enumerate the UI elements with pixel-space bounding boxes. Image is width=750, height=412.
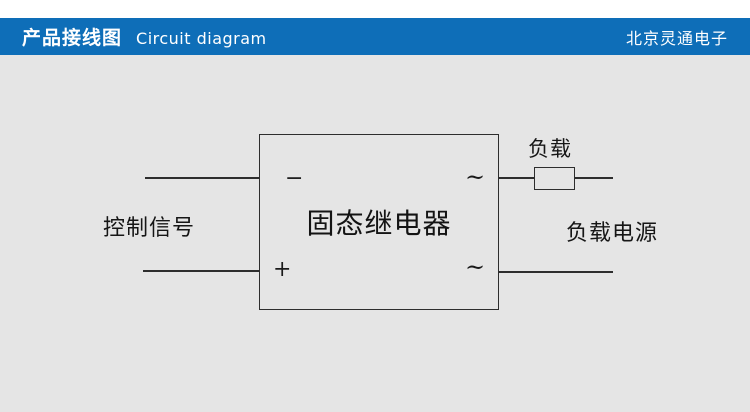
wire-output-bottom bbox=[499, 271, 613, 273]
circuit-diagram: 固态继电器 − + ~ ~ 控制信号 负载 负载电源 bbox=[0, 55, 750, 412]
wire-control-plus bbox=[143, 270, 259, 272]
load-label: 负载 bbox=[528, 137, 572, 161]
terminal-ac-top: ~ bbox=[465, 163, 486, 191]
wire-output-top-left-segment bbox=[499, 177, 534, 179]
page-title-en: Circuit diagram bbox=[136, 29, 267, 48]
load-power-label: 负载电源 bbox=[566, 221, 659, 246]
company-name: 北京灵通电子 bbox=[625, 28, 728, 48]
load-resistor-symbol bbox=[534, 167, 575, 190]
wire-output-top-right-segment bbox=[575, 177, 613, 179]
header-bar: 产品接线图 Circuit diagram 北京灵通电子 bbox=[0, 18, 750, 55]
header-title-group: 产品接线图 Circuit diagram bbox=[0, 23, 267, 50]
control-signal-label: 控制信号 bbox=[103, 216, 196, 241]
relay-label: 固态继电器 bbox=[306, 207, 452, 240]
page-title-zh: 产品接线图 bbox=[22, 27, 123, 49]
terminal-ac-bottom: ~ bbox=[465, 253, 486, 281]
wire-control-minus bbox=[145, 177, 259, 179]
relay-box: 固态继电器 bbox=[259, 134, 499, 310]
top-white-strip bbox=[0, 0, 750, 18]
terminal-plus: + bbox=[273, 257, 292, 282]
terminal-minus: − bbox=[285, 166, 304, 191]
